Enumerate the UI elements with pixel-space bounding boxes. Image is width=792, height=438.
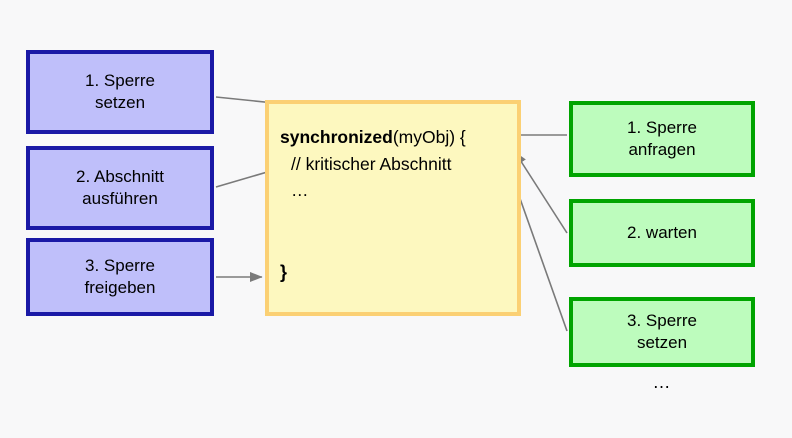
right-column-trailing-ellipsis: … (652, 372, 672, 392)
right-box-2-line1: 2. warten (627, 223, 697, 243)
right-box-3-sperre-setzen[interactable]: 3. Sperre setzen (569, 297, 755, 367)
code-keyword-synchronized: synchronized (280, 127, 393, 147)
left-box-2-text: 2. Abschnitt ausführen (76, 166, 164, 210)
left-box-2-line2: ausführen (82, 189, 158, 208)
left-box-1-sperre-setzen[interactable]: 1. Sperre setzen (26, 50, 214, 134)
left-box-1-line2: setzen (94, 93, 146, 112)
right-box-3-text: 3. Sperre setzen (627, 310, 697, 354)
left-box-3-text: 3. Sperre freigeben (85, 255, 156, 299)
left-box-3-line2: freigeben (84, 278, 156, 297)
code-line-comment: // kritischer Abschnitt (291, 153, 452, 174)
right-box-3-line2: setzen (636, 333, 688, 352)
code-line-ellipsis: … (291, 180, 310, 201)
code-closing-brace: } (280, 262, 288, 282)
left-box-2-line1: 2. Abschnitt (76, 167, 164, 187)
synchronized-code-block: synchronized(myObj) { // kritischer Absc… (265, 100, 521, 316)
left-box-3-line1: 3. Sperre (85, 256, 155, 276)
right-box-1-text: 1. Sperre anfragen (627, 117, 697, 161)
left-box-1-line1: 1. Sperre (85, 71, 155, 91)
left-box-2-abschnitt-ausfuehren[interactable]: 2. Abschnitt ausführen (26, 146, 214, 230)
code-line-signature: synchronized(myObj) { (280, 124, 513, 151)
code-signature-args: (myObj) { (392, 127, 466, 147)
right-box-1-line2: anfragen (628, 140, 696, 159)
right-box-1-sperre-anfragen[interactable]: 1. Sperre anfragen (569, 101, 755, 177)
arrow-warten-to-code (514, 151, 568, 234)
code-block-text: synchronized(myObj) { // kritischer Absc… (280, 124, 513, 204)
right-box-3-line1: 3. Sperre (627, 311, 697, 331)
right-box-2-text: 2. warten (627, 222, 697, 244)
right-box-1-line1: 1. Sperre (627, 118, 697, 138)
left-box-1-text: 1. Sperre setzen (85, 70, 155, 114)
left-box-3-sperre-freigeben[interactable]: 3. Sperre freigeben (26, 238, 214, 316)
right-box-2-warten[interactable]: 2. warten (569, 199, 755, 267)
